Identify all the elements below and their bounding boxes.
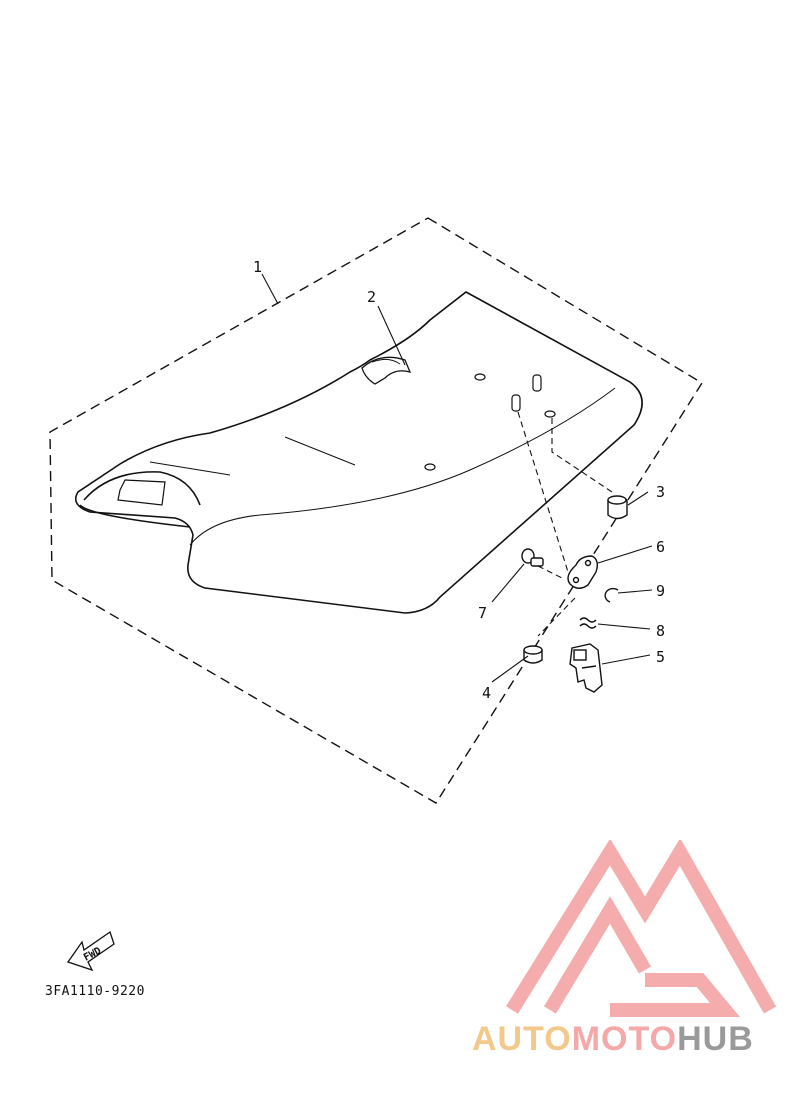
assembly-boundary [49, 217, 703, 804]
callout-9: 9 [656, 582, 665, 600]
seat [74, 291, 643, 614]
callout-3: 3 [656, 483, 665, 501]
brand-part-moto: MOTO [571, 1020, 678, 1058]
brand-part-auto: AUTO [472, 1020, 572, 1058]
callout-4: 4 [482, 684, 491, 702]
leader-lines [261, 273, 653, 683]
callout-labels: 1 2 3 4 5 6 7 8 9 [253, 258, 665, 702]
part-code: 3FA1110-9220 [45, 984, 145, 999]
callout-6: 6 [656, 538, 665, 556]
callout-1: 1 [253, 258, 262, 276]
callout-8: 8 [656, 622, 665, 640]
fwd-arrow-icon: FWD [66, 930, 115, 972]
automotohub-logo [506, 840, 777, 1017]
callout-2: 2 [367, 288, 376, 306]
callout-5: 5 [656, 648, 665, 666]
brand-part-hub: HUB [677, 1020, 754, 1058]
hardware-parts [521, 495, 628, 693]
brand-wordmark: AUTOMOTOHUB [472, 1020, 754, 1059]
callout-7: 7 [478, 604, 487, 622]
assembly-lines [517, 411, 613, 637]
